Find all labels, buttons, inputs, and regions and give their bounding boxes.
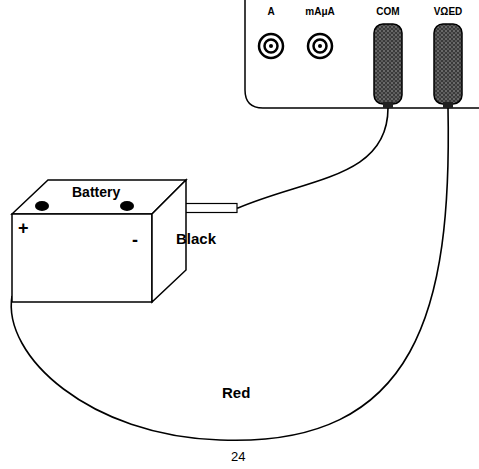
shape	[367, 6, 409, 108]
jack-terminal: mAμA	[294, 6, 346, 64]
polarity-sign: +	[18, 218, 29, 239]
polarity-sign: -	[132, 230, 138, 251]
terminal-label: VΩED	[425, 6, 471, 18]
test-lead-wire	[11, 108, 448, 440]
battery-label: Battery	[72, 184, 120, 200]
test-lead-wire	[188, 108, 388, 208]
terminal-label: A	[254, 6, 288, 18]
shape	[425, 6, 471, 108]
meter-panel	[245, 0, 479, 108]
jack-terminal: A	[254, 6, 288, 64]
wire-label: Black	[176, 230, 216, 247]
battery: Battery + -	[12, 178, 188, 304]
jack-terminal: COM	[367, 6, 409, 108]
wire-label: Red	[222, 384, 250, 401]
terminal-label: COM	[367, 6, 409, 18]
terminal-label: mAμA	[294, 6, 346, 18]
page-number: 24	[231, 449, 245, 464]
jack-terminal: VΩED	[425, 6, 471, 108]
